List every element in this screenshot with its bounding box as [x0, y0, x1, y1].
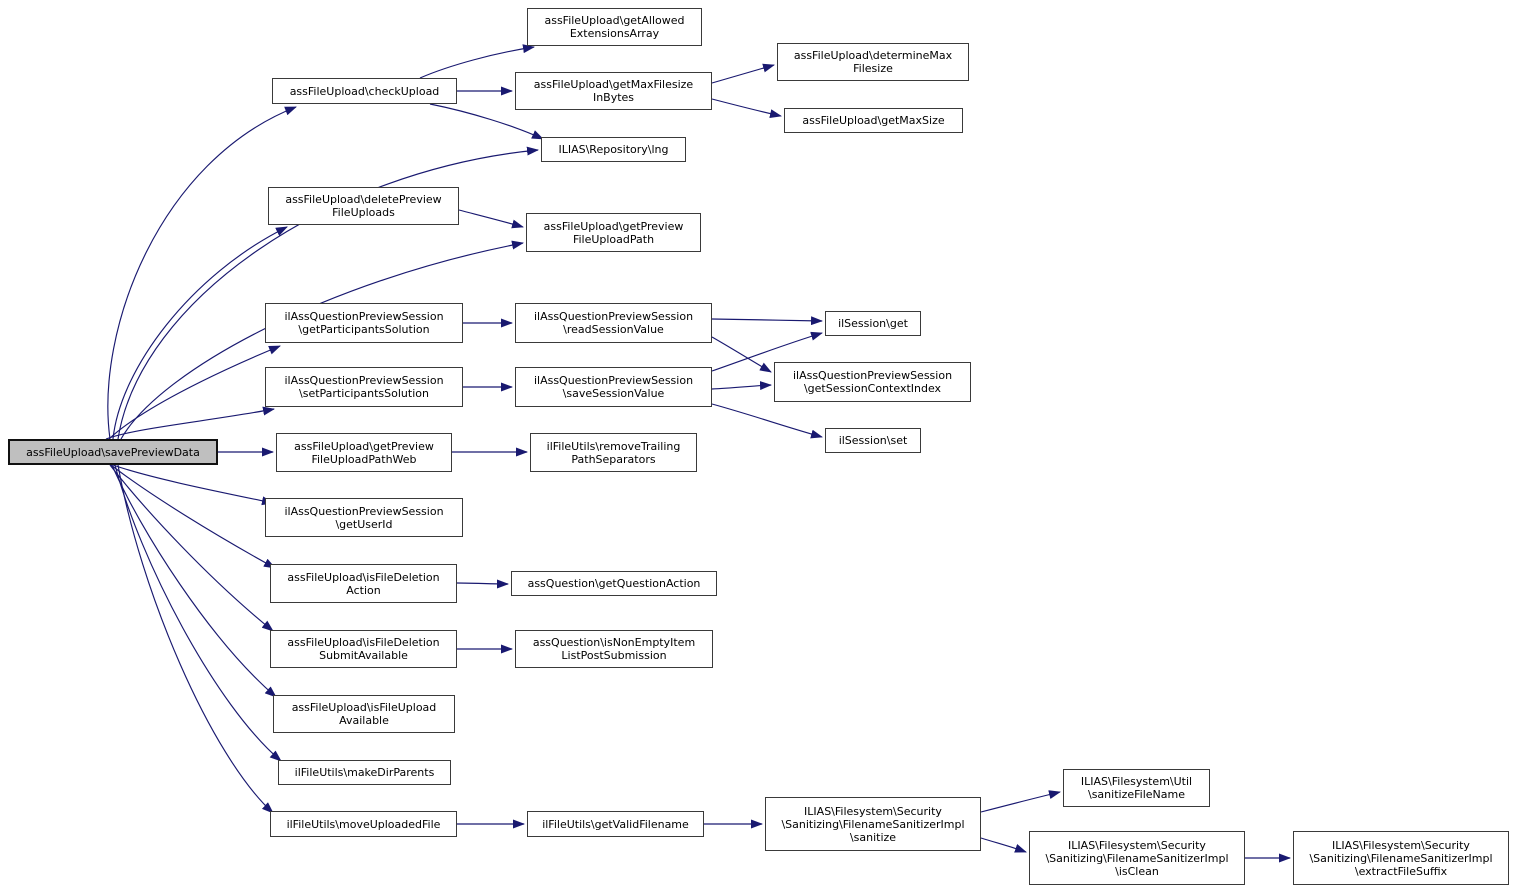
edge-save-preview-data--is-file-deletion-action	[110, 464, 276, 569]
node-determine-max-filesize[interactable]: assFileUpload\determineMax Filesize	[777, 43, 969, 81]
node-il-session-set[interactable]: ilSession\set	[825, 428, 921, 453]
node-make-dir-parents[interactable]: ilFileUtils\makeDirParents	[278, 760, 451, 785]
node-il-session-get[interactable]: ilSession\get	[825, 311, 921, 336]
edge-read-session-value--get-session-context-index	[711, 336, 772, 373]
node-get-preview-file-upload-path[interactable]: assFileUpload\getPreview FileUploadPath	[526, 213, 701, 252]
edge-delete-preview-file-uploads--get-preview-file-upload-path	[458, 209, 524, 229]
edge-is-file-deletion-action--get-question-action	[456, 579, 509, 589]
edge-save-preview-data--is-file-upload-available	[111, 464, 277, 698]
node-get-session-context-index[interactable]: ilAssQuestionPreviewSession \getSessionC…	[774, 362, 971, 402]
node-repository-lng[interactable]: ILIAS\Repository\lng	[541, 137, 686, 162]
node-is-file-deletion-action[interactable]: assFileUpload\isFileDeletion Action	[270, 564, 457, 603]
node-delete-preview-file-uploads[interactable]: assFileUpload\deletePreview FileUploads	[268, 187, 459, 225]
node-get-question-action[interactable]: assQuestion\getQuestionAction	[511, 571, 717, 596]
node-read-session-value[interactable]: ilAssQuestionPreviewSession \readSession…	[515, 303, 712, 343]
node-get-valid-filename[interactable]: ilFileUtils\getValidFilename	[527, 811, 704, 837]
node-filename-sanitizer-extract-file-suffix[interactable]: ILIAS\Filesystem\Security \Sanitizing\Fi…	[1293, 831, 1509, 885]
edge-filename-sanitizer-sanitize--filename-sanitizer-is-clean	[980, 837, 1027, 853]
edge-filename-sanitizer-sanitize--util-sanitize-file-name	[980, 790, 1061, 813]
edge-save-session-value--get-session-context-index	[711, 381, 772, 391]
edge-save-preview-data--is-file-deletion-submit-available	[109, 464, 274, 632]
node-set-participants-solution[interactable]: ilAssQuestionPreviewSession \setParticip…	[265, 367, 463, 407]
node-get-user-id[interactable]: ilAssQuestionPreviewSession \getUserId	[265, 498, 463, 537]
node-is-non-empty-item-list-post-submission[interactable]: assQuestion\isNonEmptyItem ListPostSubmi…	[515, 630, 713, 668]
node-is-file-deletion-submit-available[interactable]: assFileUpload\isFileDeletion SubmitAvail…	[270, 630, 457, 668]
edge-save-preview-data--move-uploaded-file	[117, 464, 274, 814]
edge-read-session-value--il-session-get	[711, 316, 823, 326]
edge-get-max-filesize-in-bytes--get-max-size	[711, 98, 782, 119]
edge-save-preview-data--delete-preview-file-uploads	[112, 226, 288, 440]
node-move-uploaded-file[interactable]: ilFileUtils\moveUploadedFile	[270, 811, 457, 837]
edge-save-preview-data--get-participants-solution	[108, 345, 281, 440]
edge-save-preview-data--make-dir-parents	[114, 464, 282, 762]
node-get-allowed-extensions-array[interactable]: assFileUpload\getAllowed ExtensionsArray	[527, 8, 702, 46]
edge-save-preview-data--set-participants-solution	[105, 406, 275, 440]
node-get-participants-solution[interactable]: ilAssQuestionPreviewSession \getParticip…	[265, 303, 463, 343]
node-is-file-upload-available[interactable]: assFileUpload\isFileUpload Available	[273, 695, 455, 733]
node-filename-sanitizer-is-clean[interactable]: ILIAS\Filesystem\Security \Sanitizing\Fi…	[1029, 831, 1245, 885]
edge-get-max-filesize-in-bytes--determine-max-filesize	[711, 63, 775, 84]
node-get-max-filesize-in-bytes[interactable]: assFileUpload\getMaxFilesize InBytes	[515, 72, 712, 110]
edge-save-preview-data--get-user-id	[112, 464, 274, 506]
node-get-max-size[interactable]: assFileUpload\getMaxSize	[784, 108, 963, 133]
node-save-session-value[interactable]: ilAssQuestionPreviewSession \saveSession…	[515, 367, 712, 407]
node-filename-sanitizer-sanitize[interactable]: ILIAS\Filesystem\Security \Sanitizing\Fi…	[765, 797, 981, 851]
node-save-preview-data[interactable]: assFileUpload\savePreviewData	[8, 439, 218, 465]
node-check-upload[interactable]: assFileUpload\checkUpload	[272, 78, 457, 104]
node-util-sanitize-file-name[interactable]: ILIAS\Filesystem\Util \sanitizeFileName	[1063, 769, 1210, 807]
node-remove-trailing-path-separators[interactable]: ilFileUtils\removeTrailing PathSeparator…	[530, 433, 697, 472]
node-get-preview-file-upload-path-web[interactable]: assFileUpload\getPreview FileUploadPathW…	[276, 433, 452, 472]
edge-save-session-value--il-session-set	[711, 403, 823, 439]
